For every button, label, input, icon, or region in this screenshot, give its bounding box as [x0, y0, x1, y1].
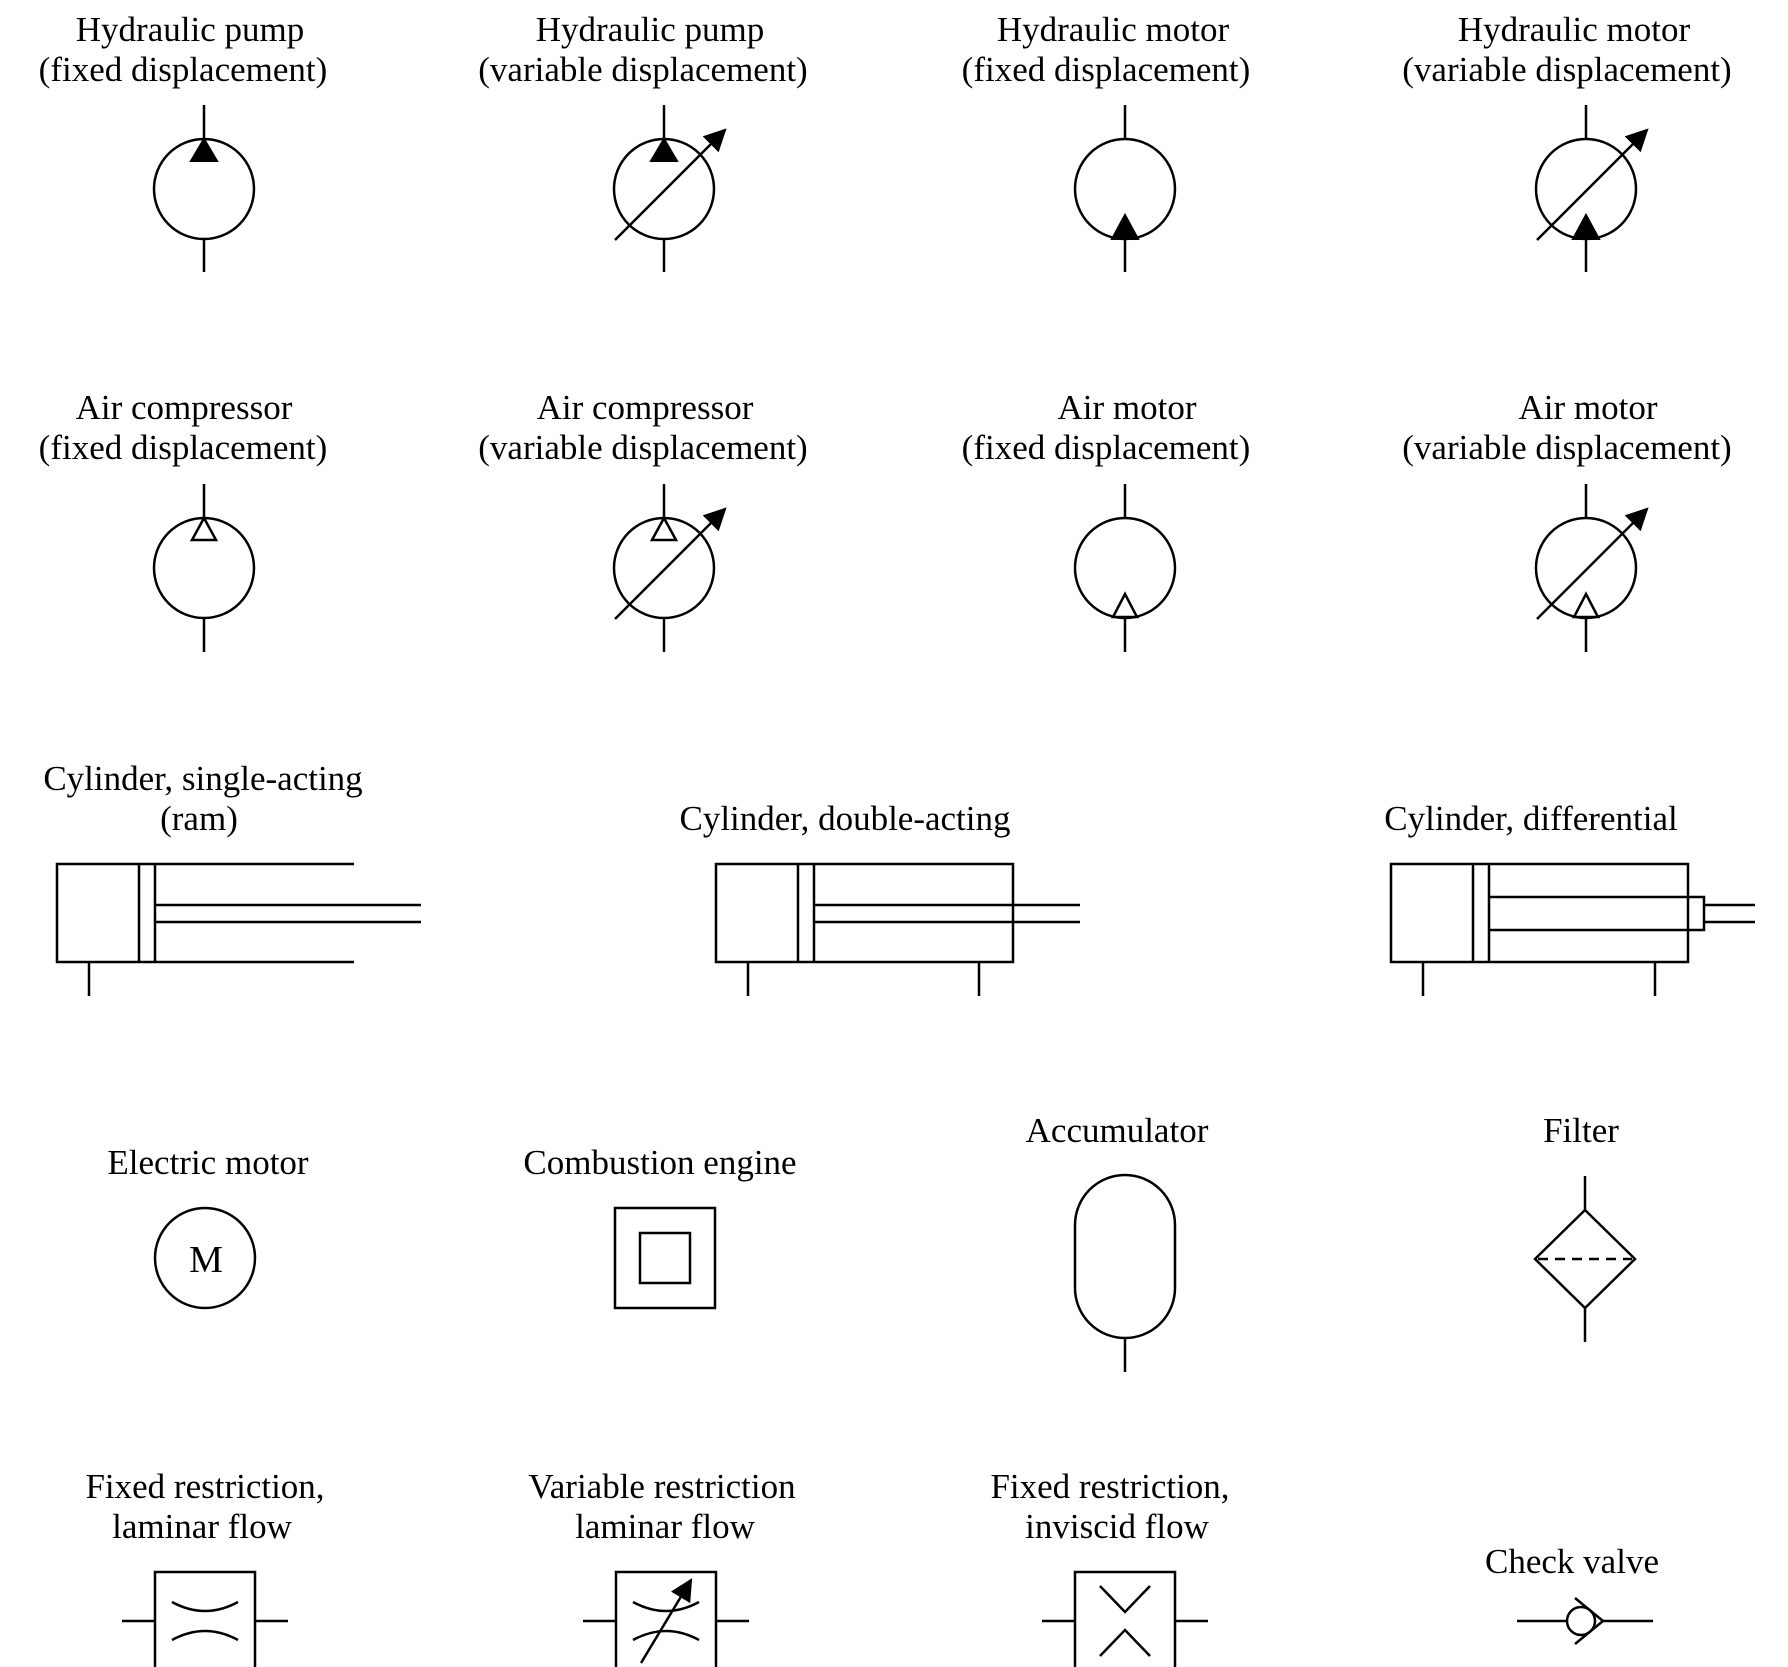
electric-motor-label: Electric motor: [107, 1143, 309, 1182]
fixed-restriction-inviscid-label-line2: inviscid flow: [1025, 1507, 1209, 1546]
cylinder-single-acting-symbol: [55, 862, 421, 996]
variable-arrow-icon: [1536, 128, 1649, 241]
check-valve-symbol: [1517, 1597, 1653, 1645]
combustion-engine-symbol: [613, 1206, 717, 1310]
air-motor-variable-label-line2: (variable displacement): [1402, 428, 1731, 467]
hydraulic-motor-variable-label-line2: (variable displacement): [1402, 50, 1731, 89]
hydraulic-pump-variable-symbol: [612, 105, 727, 272]
hollow-triangle-outward-icon: [189, 515, 219, 542]
air-compressor-variable-symbol: [612, 484, 727, 652]
filter-label: Filter: [1543, 1111, 1619, 1150]
fixed-restriction-laminar-label-line2: laminar flow: [112, 1507, 293, 1546]
hydraulic-pump-variable: Hydraulic pump (variable displacement): [478, 10, 808, 272]
hydraulic-pump-fixed: Hydraulic pump (fixed displacement): [39, 10, 328, 272]
solid-triangle-outward-icon: [189, 137, 219, 162]
fixed-restriction-laminar-symbol: [122, 1570, 288, 1667]
air-compressor-variable-label-line1: Air compressor: [537, 388, 754, 427]
filter-symbol: [1533, 1176, 1637, 1342]
hydraulic-motor-fixed: Hydraulic motor (fixed displacement): [962, 10, 1251, 272]
variable-restriction-laminar: Variable restriction laminar flow: [528, 1467, 796, 1667]
solid-triangle-outward-icon: [649, 137, 679, 162]
motor-letter: M: [189, 1239, 223, 1281]
variable-arrow-icon: [614, 507, 727, 620]
hydraulic-pump-variable-label-line1: Hydraulic pump: [536, 10, 764, 49]
electric-motor-symbol: M: [153, 1206, 257, 1310]
solid-triangle-inward-icon: [1571, 212, 1601, 240]
hollow-triangle-outward-icon: [649, 515, 679, 542]
cylinder-differential: Cylinder, differential: [1384, 799, 1755, 996]
cylinder-differential-symbol: [1389, 862, 1755, 996]
hydraulic-motor-variable-symbol: [1534, 105, 1649, 272]
hydraulic-pump-fixed-symbol: [152, 105, 256, 272]
variable-restriction-laminar-symbol: [583, 1570, 749, 1667]
air-compressor-fixed-label-line2: (fixed displacement): [39, 428, 328, 467]
accumulator-symbol: [1073, 1173, 1177, 1372]
combustion-engine: Combustion engine: [523, 1143, 797, 1310]
air-motor-variable: Air motor (variable displacement): [1402, 388, 1732, 652]
air-compressor-variable: Air compressor (variable displacement): [478, 388, 808, 652]
solid-triangle-inward-icon: [1110, 212, 1140, 240]
check-valve: Check valve: [1485, 1542, 1659, 1645]
hydraulic-motor-fixed-label-line2: (fixed displacement): [962, 50, 1251, 89]
fixed-restriction-inviscid-symbol: [1042, 1570, 1208, 1667]
variable-arrow-icon: [1536, 507, 1649, 620]
cylinder-single-acting: Cylinder, single-acting (ram): [43, 759, 421, 996]
fixed-restriction-inviscid-label-line1: Fixed restriction,: [990, 1467, 1229, 1506]
fixed-restriction-laminar: Fixed restriction, laminar flow: [85, 1467, 325, 1667]
air-motor-fixed: Air motor (fixed displacement): [962, 388, 1251, 652]
air-motor-fixed-label-line2: (fixed displacement): [962, 428, 1251, 467]
filter: Filter: [1533, 1111, 1637, 1342]
hydraulic-motor-variable-label-line1: Hydraulic motor: [1458, 10, 1691, 49]
air-motor-variable-label-line1: Air motor: [1518, 388, 1657, 427]
hydraulic-pump-fixed-label-line2: (fixed displacement): [39, 50, 328, 89]
hydraulic-motor-variable: Hydraulic motor (variable displacement): [1402, 10, 1732, 272]
air-compressor-fixed-label-line1: Air compressor: [76, 388, 293, 427]
hydraulic-motor-fixed-symbol: [1073, 105, 1177, 272]
accumulator: Accumulator: [1026, 1111, 1209, 1372]
cylinder-double-acting-label: Cylinder, double-acting: [679, 799, 1010, 838]
variable-arrow-icon: [614, 128, 727, 241]
air-motor-fixed-label-line1: Air motor: [1057, 388, 1196, 427]
cylinder-single-acting-label-line1: Cylinder, single-acting: [43, 759, 362, 798]
air-compressor-fixed: Air compressor (fixed displacement): [39, 388, 328, 652]
fixed-restriction-inviscid: Fixed restriction, inviscid flow: [990, 1467, 1230, 1667]
air-motor-variable-symbol: [1534, 484, 1649, 652]
electric-motor: Electric motor M: [107, 1143, 309, 1310]
hydraulic-motor-fixed-label-line1: Hydraulic motor: [997, 10, 1230, 49]
hydraulic-pump-fixed-label-line1: Hydraulic pump: [76, 10, 304, 49]
cylinder-double-acting-symbol: [714, 862, 1080, 996]
variable-arrow-icon: [639, 1578, 693, 1664]
hydraulic-pump-variable-label-line2: (variable displacement): [478, 50, 807, 89]
cylinder-differential-label: Cylinder, differential: [1384, 799, 1678, 838]
air-compressor-variable-label-line2: (variable displacement): [478, 428, 807, 467]
accumulator-label: Accumulator: [1026, 1111, 1209, 1150]
fixed-restriction-laminar-label-line1: Fixed restriction,: [85, 1467, 324, 1506]
hollow-triangle-inward-icon: [1110, 591, 1140, 619]
air-motor-fixed-symbol: [1073, 484, 1177, 652]
variable-restriction-laminar-label-line2: laminar flow: [575, 1507, 756, 1546]
variable-restriction-laminar-label-line1: Variable restriction: [528, 1467, 795, 1506]
cylinder-double-acting: Cylinder, double-acting: [679, 799, 1080, 996]
hollow-triangle-inward-icon: [1571, 591, 1601, 619]
air-compressor-fixed-symbol: [152, 484, 256, 652]
cylinder-single-acting-label-line2: (ram): [160, 799, 238, 838]
check-valve-label: Check valve: [1485, 1542, 1659, 1581]
combustion-engine-label: Combustion engine: [523, 1143, 796, 1182]
